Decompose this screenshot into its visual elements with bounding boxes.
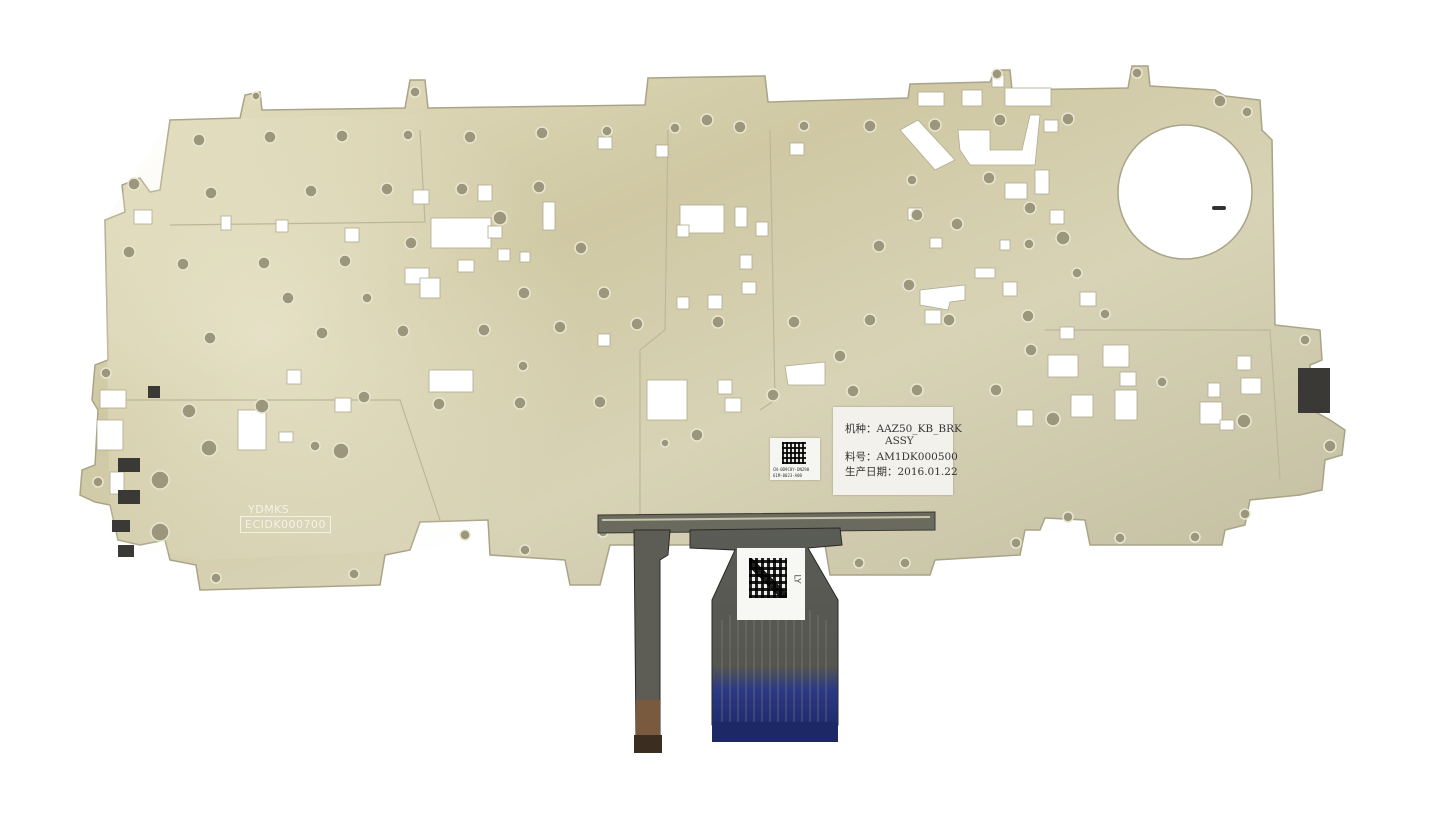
datamatrix-code-icon xyxy=(749,558,787,598)
plate-marking-line1: YDMKS xyxy=(248,503,290,516)
flex-sticker-mark: LY xyxy=(791,574,802,584)
rivets xyxy=(92,67,1337,584)
label-date: 生产日期：2016.01.22 xyxy=(845,466,958,478)
fan-cutout xyxy=(1117,124,1253,260)
part-label-sticker: 机种：AAZ50_KB_BRK ASSY 料号：AM1DK000500 生产日期… xyxy=(833,407,962,495)
barcode-sticker-line2: 61M-0023-A00 xyxy=(773,473,802,478)
barcode-sticker: CN-0D9C8Y-DN290 61M-0023-A00 xyxy=(770,438,820,480)
barcode-sticker-line1: CN-0D9C8Y-DN290 xyxy=(773,467,810,472)
qr-code-icon xyxy=(782,442,806,464)
flex-cable-sticker: LY xyxy=(737,548,805,620)
plate-marking-line2: ECIDK000700 xyxy=(240,516,332,533)
label-assy: ASSY xyxy=(885,435,914,447)
label-model: 机种：AAZ50_KB_BRK xyxy=(845,423,962,435)
label-part-number: 料号：AM1DK000500 xyxy=(845,451,958,463)
